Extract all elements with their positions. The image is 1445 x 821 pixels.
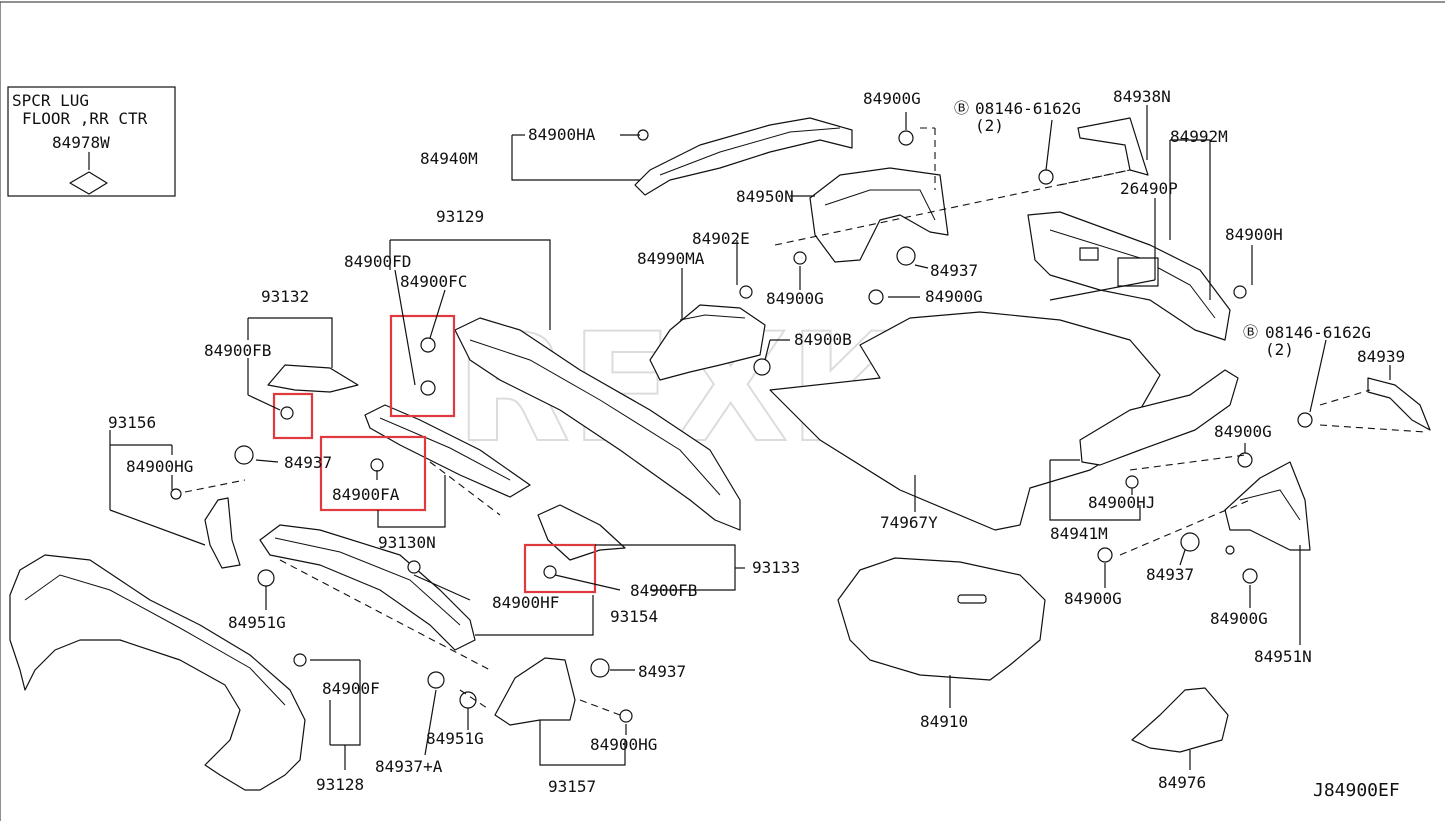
label-84900fb-left: 84900FB xyxy=(204,341,271,360)
label-84940m: 84940M xyxy=(420,149,478,168)
label-84950n: 84950N xyxy=(736,187,794,206)
label-84937-left: 84937 xyxy=(284,453,332,472)
label-bolt-symbol: Ⓑ xyxy=(954,99,969,117)
part-84990ma xyxy=(649,304,766,381)
label-93129: 93129 xyxy=(436,207,484,226)
label-84951g-left: 84951G xyxy=(228,613,286,632)
label-84900fb-right: 84900FB xyxy=(630,581,697,600)
label-84900hj: 84900HJ xyxy=(1088,493,1155,512)
label-93156: 93156 xyxy=(108,413,156,432)
label-84900hg-left: 84900HG xyxy=(126,457,193,476)
label-93132: 93132 xyxy=(261,287,309,306)
label-84938n: 84938N xyxy=(1113,87,1171,106)
clips xyxy=(170,129,1313,723)
label-84900g-right: 84900G xyxy=(1214,422,1272,441)
label-84939: 84939 xyxy=(1357,347,1405,366)
note-subtitle: FLOOR ,RR CTR xyxy=(22,109,148,128)
label-84937-right: 84937 xyxy=(1146,565,1194,584)
label-84900fc: 84900FC xyxy=(400,272,467,291)
label-84976: 84976 xyxy=(1158,773,1206,792)
label-bolt-symbol-right: Ⓑ xyxy=(1243,323,1258,341)
part-84976 xyxy=(1131,687,1229,753)
label-08146-top: 08146-6162G xyxy=(975,99,1081,118)
part-93133 xyxy=(537,504,626,561)
label-93130n: 93130N xyxy=(378,533,436,552)
label-08146-right: 08146-6162G xyxy=(1265,323,1371,342)
note-box: SPCR LUG FLOOR ,RR CTR 84978W xyxy=(7,86,176,197)
label-84937a: 84937+A xyxy=(375,757,443,776)
label-84900fd: 84900FD xyxy=(344,252,411,271)
spacer-lug-part xyxy=(69,171,108,195)
label-84900b: 84900B xyxy=(794,330,852,349)
part-93132 xyxy=(267,364,359,393)
part-84938n xyxy=(1077,117,1149,176)
label-84951g: 84951G xyxy=(426,729,484,748)
note-part: 84978W xyxy=(52,133,110,152)
label-84900hg-bottom: 84900HG xyxy=(590,735,657,754)
label-84900g-right2: 84900G xyxy=(1064,589,1122,608)
label-84900hf: 84900HF xyxy=(492,593,559,612)
label-84941m: 84941M xyxy=(1050,524,1108,543)
part-labels: 84900HA 84940M 84900G Ⓑ 08146-6162G (2) … xyxy=(108,87,1405,796)
highlight-84900fc xyxy=(389,314,456,418)
label-84900g-top: 84900G xyxy=(863,89,921,108)
label-84900ha: 84900HA xyxy=(528,125,596,144)
highlight-84900fb-right xyxy=(523,543,597,594)
diagram-code: J84900EF xyxy=(1313,780,1400,801)
label-qty-right: (2) xyxy=(1265,340,1294,359)
highlight-84900fb-left xyxy=(272,392,314,440)
label-26490p: 26490P xyxy=(1120,179,1178,198)
label-84900f: 84900F xyxy=(322,679,380,698)
label-84910: 84910 xyxy=(920,712,968,731)
label-84900h: 84900H xyxy=(1225,225,1283,244)
label-84937-center: 84937 xyxy=(638,662,686,681)
label-93133: 93133 xyxy=(752,558,800,577)
part-84910 xyxy=(837,557,1046,681)
part-84940m xyxy=(634,117,853,196)
highlight-84900fa xyxy=(319,435,427,512)
label-74967y: 74967Y xyxy=(880,513,938,532)
label-84900g-mid2: 84900G xyxy=(925,287,983,306)
part-93128 xyxy=(9,554,306,791)
label-84900g-mid: 84900G xyxy=(766,289,824,308)
label-84937-top: 84937 xyxy=(930,261,978,280)
label-84951n: 84951N xyxy=(1254,647,1312,666)
part-84939 xyxy=(1367,377,1431,431)
part-93156 xyxy=(204,497,241,569)
label-84902e: 84902E xyxy=(692,229,750,248)
note-title: SPCR LUG xyxy=(12,91,89,110)
leader-lines xyxy=(109,105,1426,770)
label-84900g-right3: 84900G xyxy=(1210,609,1268,628)
part-93129 xyxy=(454,317,741,531)
label-93128: 93128 xyxy=(316,775,364,794)
label-93157: 93157 xyxy=(548,777,596,796)
label-84992m: 84992M xyxy=(1170,127,1228,146)
part-93157 xyxy=(494,657,576,726)
part-84941m xyxy=(1079,369,1239,466)
part-84950n xyxy=(809,167,949,263)
label-84900fa: 84900FA xyxy=(332,485,400,504)
label-93154: 93154 xyxy=(610,607,658,626)
part-93154 xyxy=(259,524,476,651)
label-84990ma: 84990MA xyxy=(637,249,705,268)
part-84951n xyxy=(1224,461,1311,551)
label-qty-top: (2) xyxy=(975,116,1004,135)
